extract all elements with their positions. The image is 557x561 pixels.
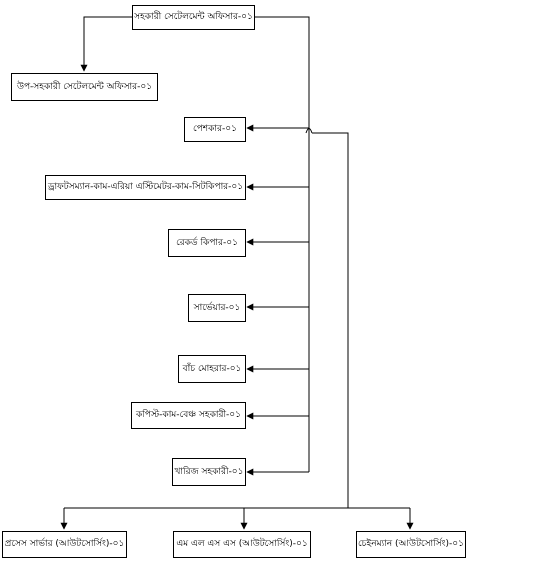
staff-copyist-box: কপিস্ট-কাম-বেঞ্চ সহকারী-০১ <box>131 402 246 429</box>
connector-top-to-deputy <box>80 16 132 72</box>
staff-draftsman-box: ড্রাফটসম্যান-কাম-এরিয়া এস্টিমেটর-কাম-সি… <box>45 175 246 200</box>
staff-bach-moharar-box: বাঁচ মোহরার-০১ <box>178 355 246 383</box>
staff-peshkar-box: পেশকার-০১ <box>184 117 246 142</box>
outsourcing-chainman-box: চেইনম্যান (আউটসোর্সিং)-০১ <box>356 531 466 558</box>
outsourcing-process-server-box: প্রসেস সার্ভার (আউটসোর্সিং)-০১ <box>2 531 127 558</box>
outsourcing-mlss-box: এম এল এস এস (আউটসোর্সিং)-০১ <box>173 531 311 558</box>
staff-surveyor-box: সার্ভেয়ার-০১ <box>188 294 246 322</box>
staff-kharij-box: খারিজ সহকারী-০১ <box>172 458 246 486</box>
staff-record-keeper-box: রেকর্ড কিপার-০১ <box>168 229 246 257</box>
connector-trunk <box>255 16 310 472</box>
deputy-officer-box: উপ-সহকারী সেটেলমেন্ট অফিসার-০১ <box>11 73 158 101</box>
top-officer-box: সহকারী সেটেলমেন্ট অফিসার-০১ <box>132 5 255 30</box>
connector-crossover <box>305 128 313 134</box>
connector-outsourcing-feed <box>312 132 349 508</box>
